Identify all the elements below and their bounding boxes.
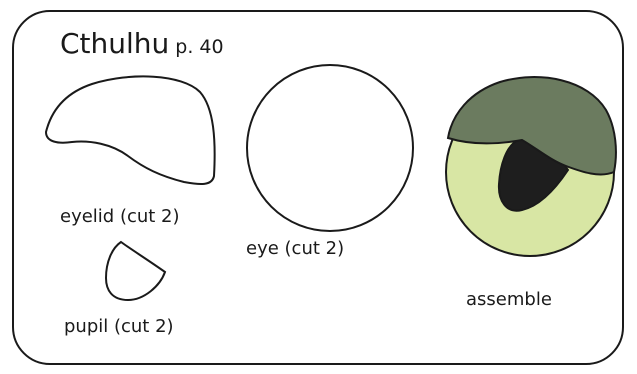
page-reference: p. 40 (175, 36, 224, 58)
eyelid-label: eyelid (cut 2) (60, 206, 180, 227)
eye-piece-shape (246, 64, 414, 232)
pattern-name: Cthulhu (60, 27, 170, 60)
assemble-label: assemble (466, 289, 552, 310)
pupil-label: pupil (cut 2) (64, 316, 174, 337)
assembled-eye-lid (446, 76, 617, 176)
eyelid-piece-shape (44, 75, 216, 186)
pupil-piece-shape (104, 240, 167, 302)
eye-label: eye (cut 2) (246, 238, 345, 259)
assembled-eye (445, 76, 617, 257)
